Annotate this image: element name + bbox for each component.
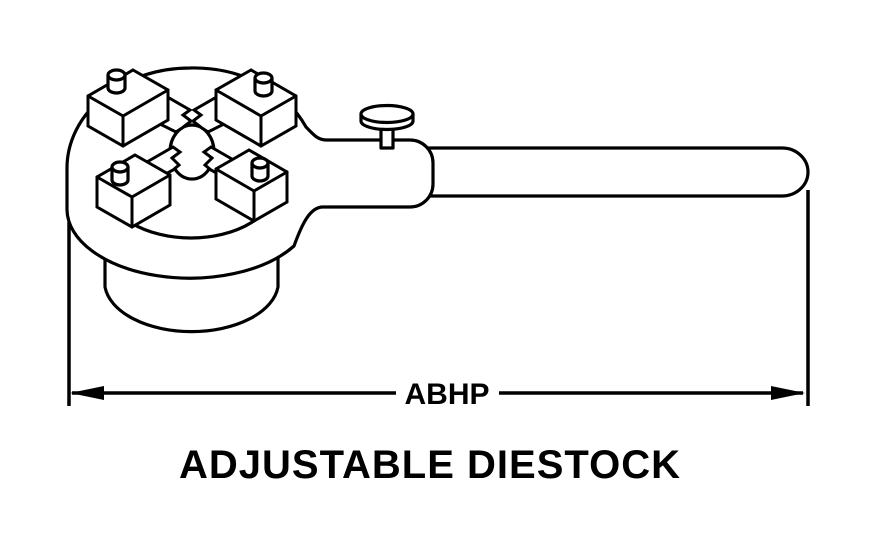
jaw-block-edges: [214, 167, 289, 223]
thumbscrew: [359, 103, 415, 150]
stud-top: [110, 160, 130, 174]
figure-title: ADJUSTABLE DIESTOCK: [179, 443, 681, 487]
dimension-label: ABHP: [404, 378, 489, 411]
stud-upper-right: [253, 71, 274, 98]
jaw-block-edges: [214, 88, 298, 148]
handle: [418, 146, 810, 198]
jaw-block-edges: [95, 173, 172, 229]
handle-outline: [418, 146, 810, 198]
stud-top: [250, 156, 270, 170]
stud-lower-left: [110, 160, 130, 187]
arrowhead-right-icon: [771, 386, 805, 400]
jaw-guide-studs: [106, 68, 274, 187]
dimension-line: ABHP: [67, 190, 810, 411]
thumbscrew-stem: [379, 127, 395, 150]
stud-top: [106, 68, 127, 82]
thumbscrew-cap-top: [359, 103, 415, 125]
arrowhead-left-icon: [70, 386, 104, 400]
stud-lower-right: [250, 156, 270, 183]
stud-top: [253, 71, 274, 85]
jaw-block-edges: [86, 88, 170, 148]
jaw-block-upper-right: [214, 68, 298, 148]
stud-upper-left: [106, 68, 127, 95]
